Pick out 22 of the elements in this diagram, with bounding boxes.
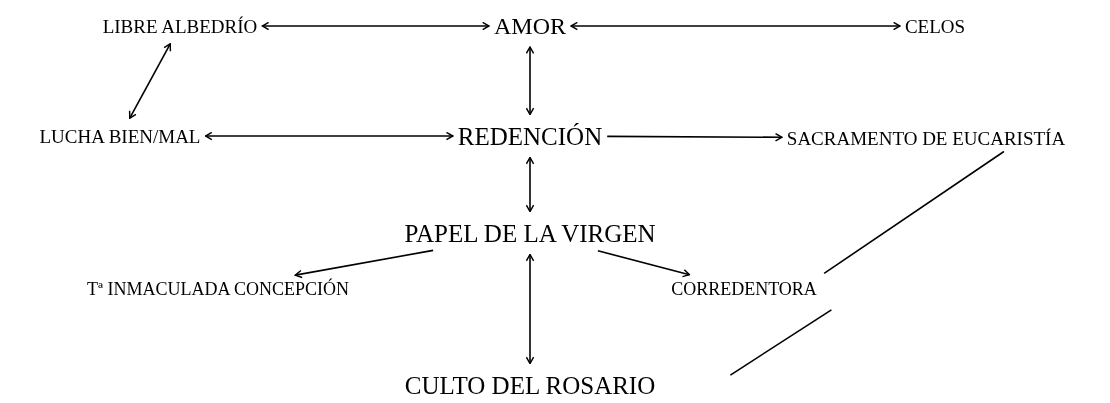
arrow xyxy=(570,21,901,31)
arrow xyxy=(204,131,454,141)
concept-label: REDENCIÓN xyxy=(457,119,603,153)
concept-label: LIBRE ALBEDRÍO xyxy=(102,12,258,40)
arrow xyxy=(525,156,535,213)
arrow xyxy=(294,249,434,279)
arrow xyxy=(261,21,490,31)
concept-label: CELOS xyxy=(904,12,966,40)
arrow xyxy=(525,253,535,365)
concept-label: SACRAMENTO DE EUCARISTÍA xyxy=(786,124,1066,152)
concept-label: AMOR xyxy=(494,10,566,42)
arrow xyxy=(597,249,691,278)
concept-label: LUCHA BIEN/MAL xyxy=(39,122,201,150)
concept-label: PAPEL DE LA VIRGEN xyxy=(404,216,656,250)
concept-label: Tª INMACULADA CONCEPCIÓN xyxy=(87,276,349,302)
concept-label: CORREDENTORA xyxy=(671,276,817,302)
connector-line xyxy=(729,309,833,376)
arrow xyxy=(606,132,783,142)
arrow xyxy=(128,43,172,119)
connector-line xyxy=(823,150,1005,275)
concept-label: CULTO DEL ROSARIO xyxy=(404,368,656,402)
arrow xyxy=(525,46,535,116)
